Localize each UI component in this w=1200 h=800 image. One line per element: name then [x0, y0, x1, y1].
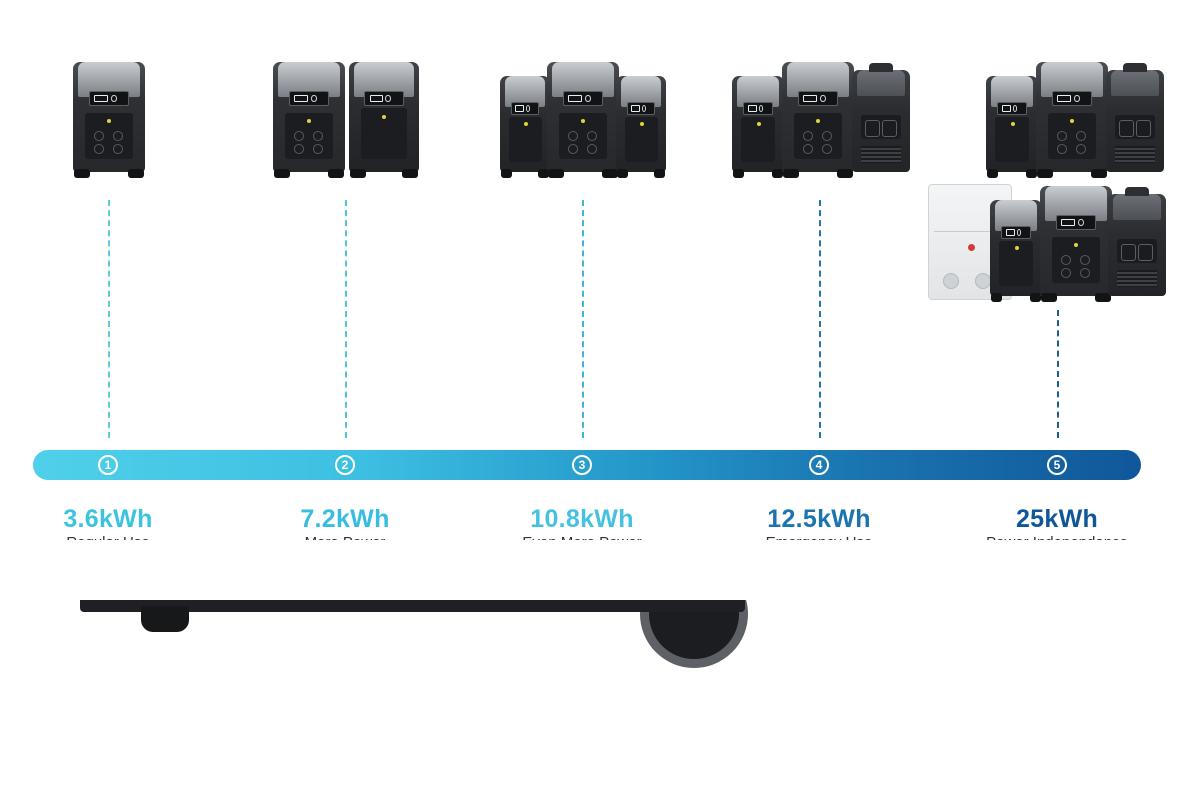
delta-pro-icon [73, 62, 145, 178]
smart-generator-icon [1106, 63, 1164, 178]
tier-3-products [500, 62, 666, 178]
extra-battery-icon [500, 76, 550, 178]
background-mask [0, 540, 1200, 600]
connector-5 [1057, 310, 1059, 438]
extra-battery-icon [986, 76, 1038, 178]
step-5-marker: 5 [1047, 455, 1067, 475]
tier-5-products-upper [986, 62, 1164, 178]
extra-battery-icon [990, 200, 1042, 302]
delta-pro-icon [547, 62, 619, 178]
tier-1-capacity: 3.6kWh [63, 505, 153, 533]
tier-2-capacity: 7.2kWh [300, 505, 390, 533]
extra-battery-icon [349, 62, 419, 178]
tier-3-capacity: 10.8kWh [530, 505, 634, 533]
tier-1-products [73, 62, 145, 178]
extra-battery-icon [616, 76, 666, 178]
tier-2-products [273, 62, 419, 178]
device-foot-detail [141, 606, 189, 632]
connector-1 [108, 200, 110, 438]
device-base-detail [80, 600, 745, 612]
step-2-marker: 2 [335, 455, 355, 475]
extra-battery-icon [732, 76, 784, 178]
step-3-marker: 3 [572, 455, 592, 475]
connector-3 [582, 200, 584, 438]
tier-4-capacity: 12.5kWh [767, 505, 871, 533]
connector-2 [345, 200, 347, 438]
delta-pro-icon [1040, 186, 1112, 302]
tier-5-capacity: 25kWh [1015, 505, 1099, 533]
delta-pro-icon [782, 62, 854, 178]
tier-4-products [732, 62, 910, 178]
connector-4 [819, 200, 821, 438]
smart-generator-icon [1108, 187, 1166, 302]
delta-pro-icon [1036, 62, 1108, 178]
delta-pro-icon [273, 62, 345, 178]
step-1-marker: 1 [98, 455, 118, 475]
tier-5-products-lower [928, 184, 1166, 302]
step-4-marker: 4 [809, 455, 829, 475]
smart-generator-icon [852, 63, 910, 178]
